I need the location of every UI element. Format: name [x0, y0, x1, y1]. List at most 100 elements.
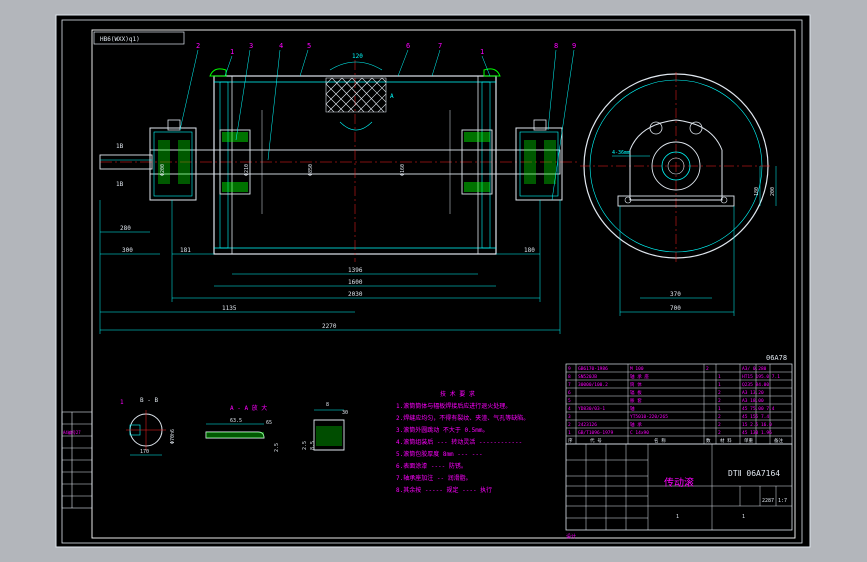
- bom-row-9-note: A3/ 0.280: [742, 366, 767, 372]
- callout-6: 6: [406, 42, 410, 50]
- left-bearing-housing: [149, 127, 197, 201]
- aa-w: 65: [266, 420, 272, 426]
- bom-row-8-note: HT15 195.0 7.1: [742, 374, 780, 380]
- pulley-main-view: 120 A 2 1 3 4 5 6 7 1 8 9: [99, 42, 580, 334]
- dim-1396: 1396: [348, 267, 363, 274]
- dim-1135: 1135: [222, 305, 237, 312]
- dim-angle: 120: [352, 53, 363, 60]
- bom-row-4-spec: 轴: [630, 405, 635, 412]
- bom-row-9-name: GB6170-1986: [578, 366, 608, 372]
- title-block: 传动滚 DTⅡ 06A7164 2287 1:7 1 1 设计: [565, 443, 793, 540]
- bom-row-4-name: YD830/03-1: [578, 406, 605, 412]
- bom-row-6-mat: 2: [718, 390, 721, 396]
- bom-row-5-mat: 2: [718, 398, 721, 404]
- title-tag: HB6(WXX)q1): [100, 36, 140, 43]
- v-top: 8: [326, 402, 329, 408]
- bom-row-8-no: 8: [568, 374, 571, 380]
- tech-note-5: 5.滚筒包胶厚度 8mm --- ---: [396, 450, 483, 458]
- bom-row-5-spec: 胀 套: [630, 397, 642, 404]
- left-table-cell: A4编号27: [63, 429, 81, 435]
- callout-2: 1: [230, 48, 234, 56]
- bom-row-1-no: 1: [568, 430, 571, 436]
- bom-row-1-name: GB/T1096-1979: [578, 430, 614, 436]
- dim-1600: 1600: [348, 279, 363, 286]
- bom-row-7-name: 30000/100.2: [578, 382, 608, 388]
- callout-8: 1: [480, 48, 484, 56]
- callout-4: 4: [279, 42, 283, 50]
- dim-300: 300: [122, 247, 133, 254]
- title-designer: 设计: [566, 533, 576, 540]
- title-sheet: 1: [676, 514, 679, 520]
- drawing-paper: [55, 14, 811, 548]
- bom-row-7-note: Q235 84.00: [742, 382, 769, 388]
- bom-row-3-mat: 2: [718, 414, 721, 420]
- dim-shaft-d: Φ210: [244, 164, 250, 176]
- dim-small-d: Φ160: [400, 164, 406, 176]
- left-hub: [219, 129, 251, 195]
- bom-row-8-spec: 轴 承 座: [630, 373, 649, 380]
- bom-row-4-note: 45 75.00 7.4: [742, 406, 775, 412]
- bom-row-6-no: 6: [568, 390, 571, 396]
- tech-notes-title: 技 术 要 求: [440, 390, 475, 398]
- bom-header-note: 备注: [774, 437, 783, 444]
- bb-dim: 170: [140, 449, 149, 455]
- bom-header-name: 名 称: [654, 437, 666, 444]
- dim-d1: 1B: [116, 143, 124, 150]
- aa-h: 2.5: [274, 443, 280, 452]
- tech-note-2: 2.焊缝应均匀，不得有裂纹、夹渣、气孔等缺陷。: [396, 414, 529, 422]
- bom-row-3-note: 45 155 7.4: [742, 414, 769, 420]
- right-bearing-housing: [515, 127, 563, 201]
- bom-header-code: 代 号: [590, 437, 602, 444]
- bom-row-5-note: A3 18.00: [742, 398, 764, 404]
- bom-row-2-spec: 轴 承: [630, 421, 642, 428]
- detail-v: 8 30 2.5 8.5: [302, 402, 348, 451]
- bom-row-4-no: 4: [568, 406, 571, 412]
- v-dim: 30: [342, 410, 348, 416]
- section-aa-label: A - A 放 大: [230, 404, 267, 412]
- v-left2: 8.5: [310, 441, 316, 450]
- bom-row-1-note: 45 130 1.96: [742, 430, 772, 436]
- callout-10: 9: [572, 42, 576, 50]
- title-tag-box: [93, 31, 185, 45]
- tech-note-1: 1.滚筒筒体与辐板焊接后应进行退火处理。: [396, 402, 511, 410]
- dim-180b: 180: [754, 187, 760, 196]
- bom-row-3-spec: YT5010-220/265: [630, 414, 668, 420]
- callout-1: 2: [196, 42, 200, 50]
- tech-note-4: 4.滚筒组装后 --- 转动灵活 ------------: [396, 438, 522, 446]
- detail-aa: A - A 放 大 63.5 65 2.5: [205, 404, 280, 452]
- bom-row-9-qty: 2: [706, 366, 709, 372]
- bom-row-2-note: 15 2.5 16.0: [742, 422, 772, 428]
- label-a: A: [390, 93, 394, 100]
- dim-700: 700: [670, 305, 681, 312]
- bom-header-qty: 数: [706, 437, 711, 444]
- bom-header-mat: 材 料: [720, 437, 732, 444]
- dim-pipe-d: Φ850: [308, 164, 314, 176]
- lagging-pattern: [325, 77, 387, 113]
- bom-row-5-no: 5: [568, 398, 571, 404]
- dim-370: 370: [670, 291, 681, 298]
- drawing-number: DTⅡ 06A7164: [728, 469, 780, 478]
- right-hub: [461, 129, 493, 195]
- callout-9: 8: [554, 42, 558, 50]
- dim-280: 280: [120, 225, 131, 232]
- bom-row-7-spec: 筒 体: [630, 381, 642, 388]
- title-qty: 1: [742, 514, 745, 520]
- dim-hole: 4-36mm: [612, 150, 630, 156]
- callout-7: 7: [438, 42, 442, 50]
- bb-num: 1: [120, 399, 124, 406]
- bb-d: Φ70h6: [170, 429, 176, 444]
- callout-3: 3: [249, 42, 253, 50]
- detail-bb: B - B 1 170 Φ70h6: [120, 397, 176, 456]
- title-scale: 1:7: [778, 498, 787, 504]
- bom-row-2-no: 2: [568, 422, 571, 428]
- bom-row-2-mat: 2: [718, 422, 721, 428]
- dim-d2: 1B: [116, 181, 124, 188]
- drawing-inner-frame: [91, 29, 796, 539]
- bom-header-no: 序: [568, 437, 573, 444]
- section-bb-label: B - B: [140, 397, 158, 404]
- bom-row-1-spec: C 14x90: [630, 430, 649, 436]
- tech-note-3: 3.滚筒外圆跳动 不大于 0.5mm。: [396, 426, 489, 434]
- bom-row-8-mat: 1: [718, 374, 721, 380]
